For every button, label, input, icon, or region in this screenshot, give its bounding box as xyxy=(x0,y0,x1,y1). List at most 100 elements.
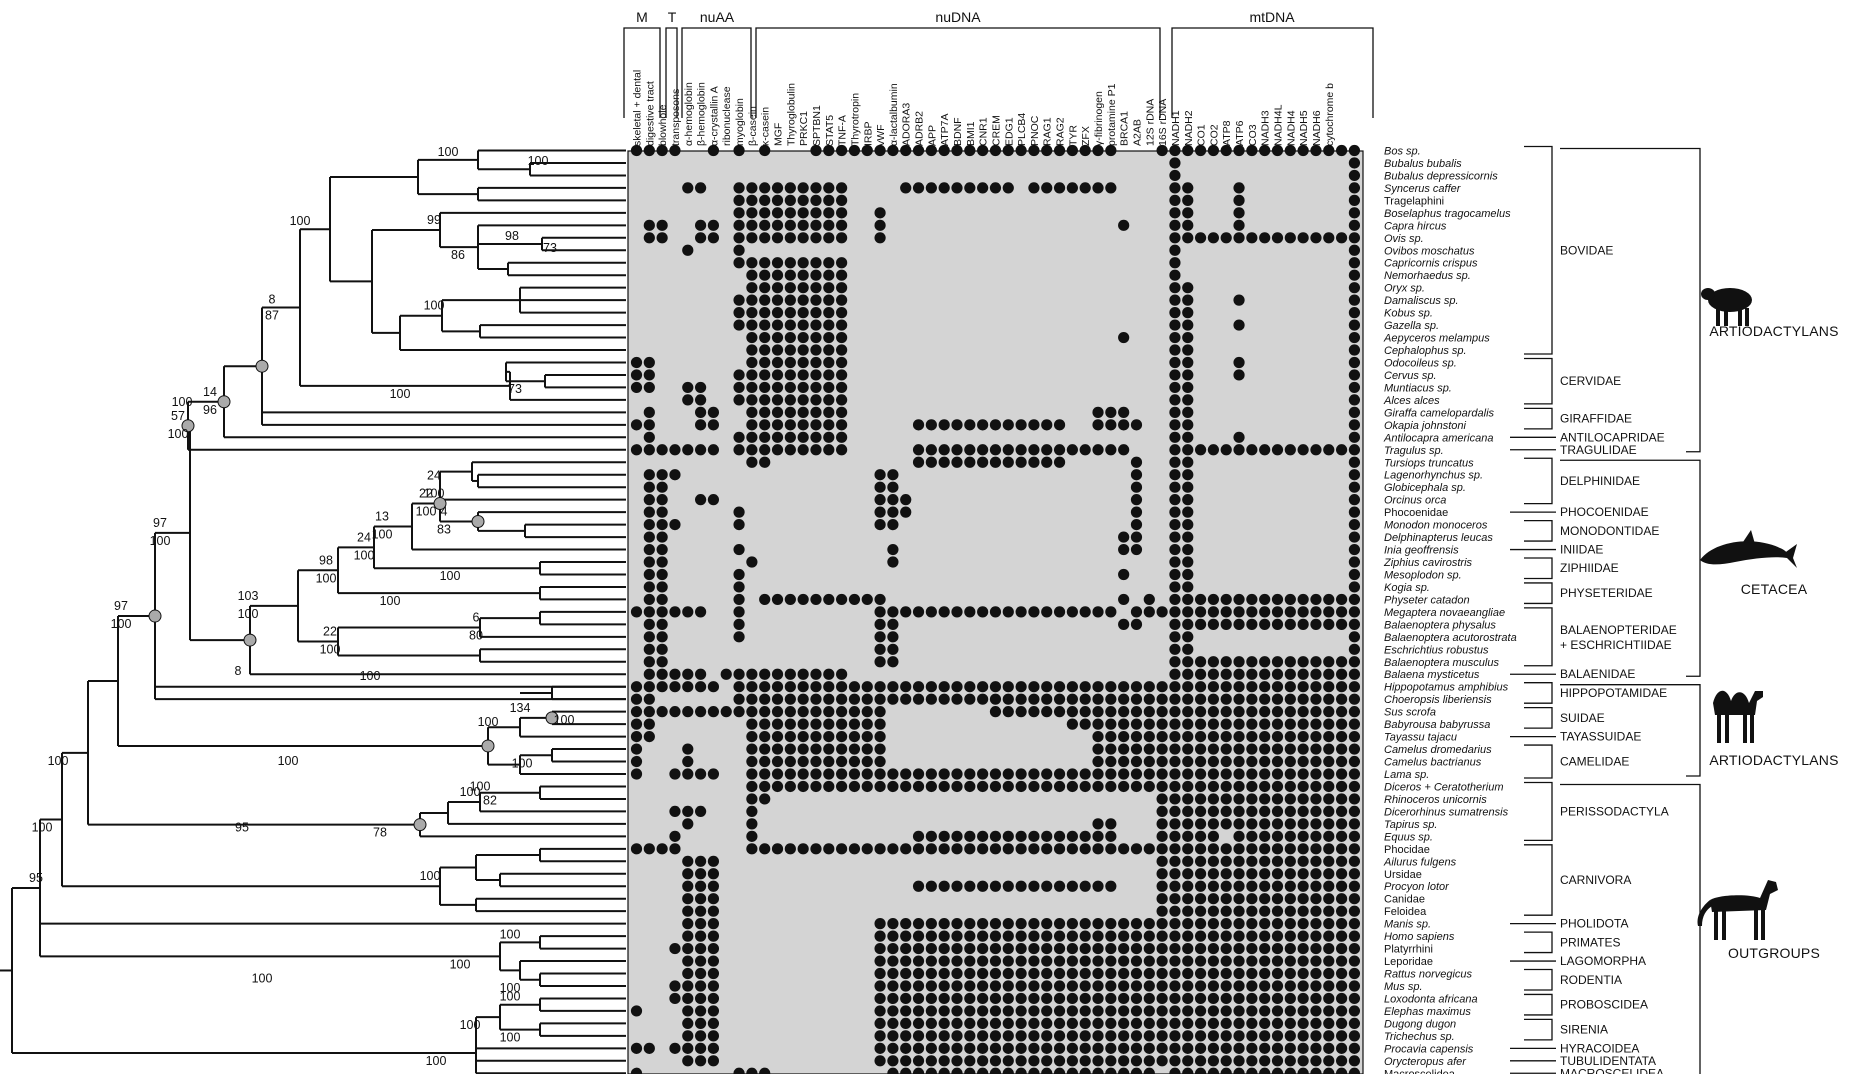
taxon-label: Cervus sp. xyxy=(1384,370,1437,382)
character-dot xyxy=(1169,993,1180,1004)
character-dot xyxy=(1336,843,1347,854)
character-dot xyxy=(1105,881,1116,892)
character-dot xyxy=(990,768,1001,779)
character-dot xyxy=(1246,831,1257,842)
character-dot xyxy=(977,968,988,979)
character-dot xyxy=(759,756,770,767)
character-dot xyxy=(1233,432,1244,443)
character-dot xyxy=(900,694,911,705)
character-dot xyxy=(1221,918,1232,929)
character-dot xyxy=(657,444,668,455)
character-dot xyxy=(1285,831,1296,842)
character-dot xyxy=(1349,170,1360,181)
character-dot xyxy=(1259,906,1270,917)
support-value: 100 xyxy=(172,395,193,409)
character-dot xyxy=(733,257,744,268)
character-dot xyxy=(951,943,962,954)
character-dot xyxy=(1208,606,1219,617)
taxon-label: Kobus sp. xyxy=(1384,308,1433,320)
character-dot xyxy=(695,980,706,991)
character-dot xyxy=(1349,768,1360,779)
node-marker xyxy=(244,634,256,646)
character-dot xyxy=(1169,357,1180,368)
character-dot xyxy=(1323,955,1334,966)
family-label: INIIDAE xyxy=(1560,543,1603,557)
character-dot xyxy=(1310,444,1321,455)
character-dot xyxy=(682,955,693,966)
header-group-label: nuDNA xyxy=(935,9,981,25)
character-dot xyxy=(631,681,642,692)
taxon-label: Okapia johnstoni xyxy=(1384,420,1466,432)
character-dot xyxy=(1080,606,1091,617)
character-dot xyxy=(913,831,924,842)
character-dot xyxy=(1349,282,1360,293)
character-dot xyxy=(823,295,834,306)
character-dot xyxy=(682,743,693,754)
character-dot xyxy=(1259,669,1270,680)
character-dot xyxy=(926,781,937,792)
character-dot xyxy=(1182,394,1193,405)
character-dot xyxy=(746,419,757,430)
character-dot xyxy=(900,781,911,792)
character-dot xyxy=(926,1055,937,1066)
character-dot xyxy=(1233,232,1244,243)
character-dot xyxy=(1336,856,1347,867)
character-dot xyxy=(887,494,898,505)
character-dot xyxy=(1349,906,1360,917)
character-dot xyxy=(1195,881,1206,892)
character-dot xyxy=(746,319,757,330)
character-dot xyxy=(823,843,834,854)
support-value: 100 xyxy=(512,756,533,770)
character-dot xyxy=(759,419,770,430)
character-dot xyxy=(1298,619,1309,630)
character-dot xyxy=(785,706,796,717)
taxon-label: Platyrrhini xyxy=(1384,944,1433,956)
character-dot xyxy=(1336,1018,1347,1029)
character-dot xyxy=(1092,881,1103,892)
column-label: ATP6 xyxy=(1234,120,1246,146)
character-dot xyxy=(657,519,668,530)
character-dot xyxy=(823,282,834,293)
character-dot xyxy=(798,669,809,680)
character-dot xyxy=(836,319,847,330)
character-dot xyxy=(1118,706,1129,717)
character-dot xyxy=(1336,906,1347,917)
character-dot xyxy=(1349,893,1360,904)
character-dot xyxy=(823,182,834,193)
character-dot xyxy=(1233,856,1244,867)
support-value: 14 xyxy=(203,385,217,399)
character-dot xyxy=(772,357,783,368)
taxon-label: Physeter catadon xyxy=(1384,594,1470,606)
support-value: 100 xyxy=(360,669,381,683)
family-label: BOVIDAE xyxy=(1560,243,1613,257)
character-dot xyxy=(772,182,783,193)
support-value: 100 xyxy=(48,754,69,768)
character-dot xyxy=(657,706,668,717)
character-dot xyxy=(1221,768,1232,779)
character-dot xyxy=(1233,881,1244,892)
character-dot xyxy=(733,507,744,518)
character-dot xyxy=(1118,569,1129,580)
character-dot xyxy=(1041,843,1052,854)
character-dot xyxy=(1054,444,1065,455)
character-dot xyxy=(990,980,1001,991)
family-label: PHOCOENIDAE xyxy=(1560,505,1649,519)
taxon-label: Sus scrofa xyxy=(1384,707,1436,719)
character-dot xyxy=(785,768,796,779)
character-dot xyxy=(759,793,770,804)
character-dot xyxy=(1310,1043,1321,1054)
character-dot xyxy=(926,993,937,1004)
character-dot xyxy=(669,706,680,717)
character-dot xyxy=(1080,182,1091,193)
character-dot xyxy=(1118,619,1129,630)
character-dot xyxy=(1054,1030,1065,1041)
character-dot xyxy=(785,295,796,306)
character-dot xyxy=(1105,918,1116,929)
character-dot xyxy=(1169,631,1180,642)
character-dot xyxy=(1169,606,1180,617)
character-dot xyxy=(913,943,924,954)
family-label: MACROSCELIDEA xyxy=(1560,1066,1664,1074)
character-dot xyxy=(836,382,847,393)
character-dot xyxy=(874,743,885,754)
character-dot xyxy=(1157,843,1168,854)
